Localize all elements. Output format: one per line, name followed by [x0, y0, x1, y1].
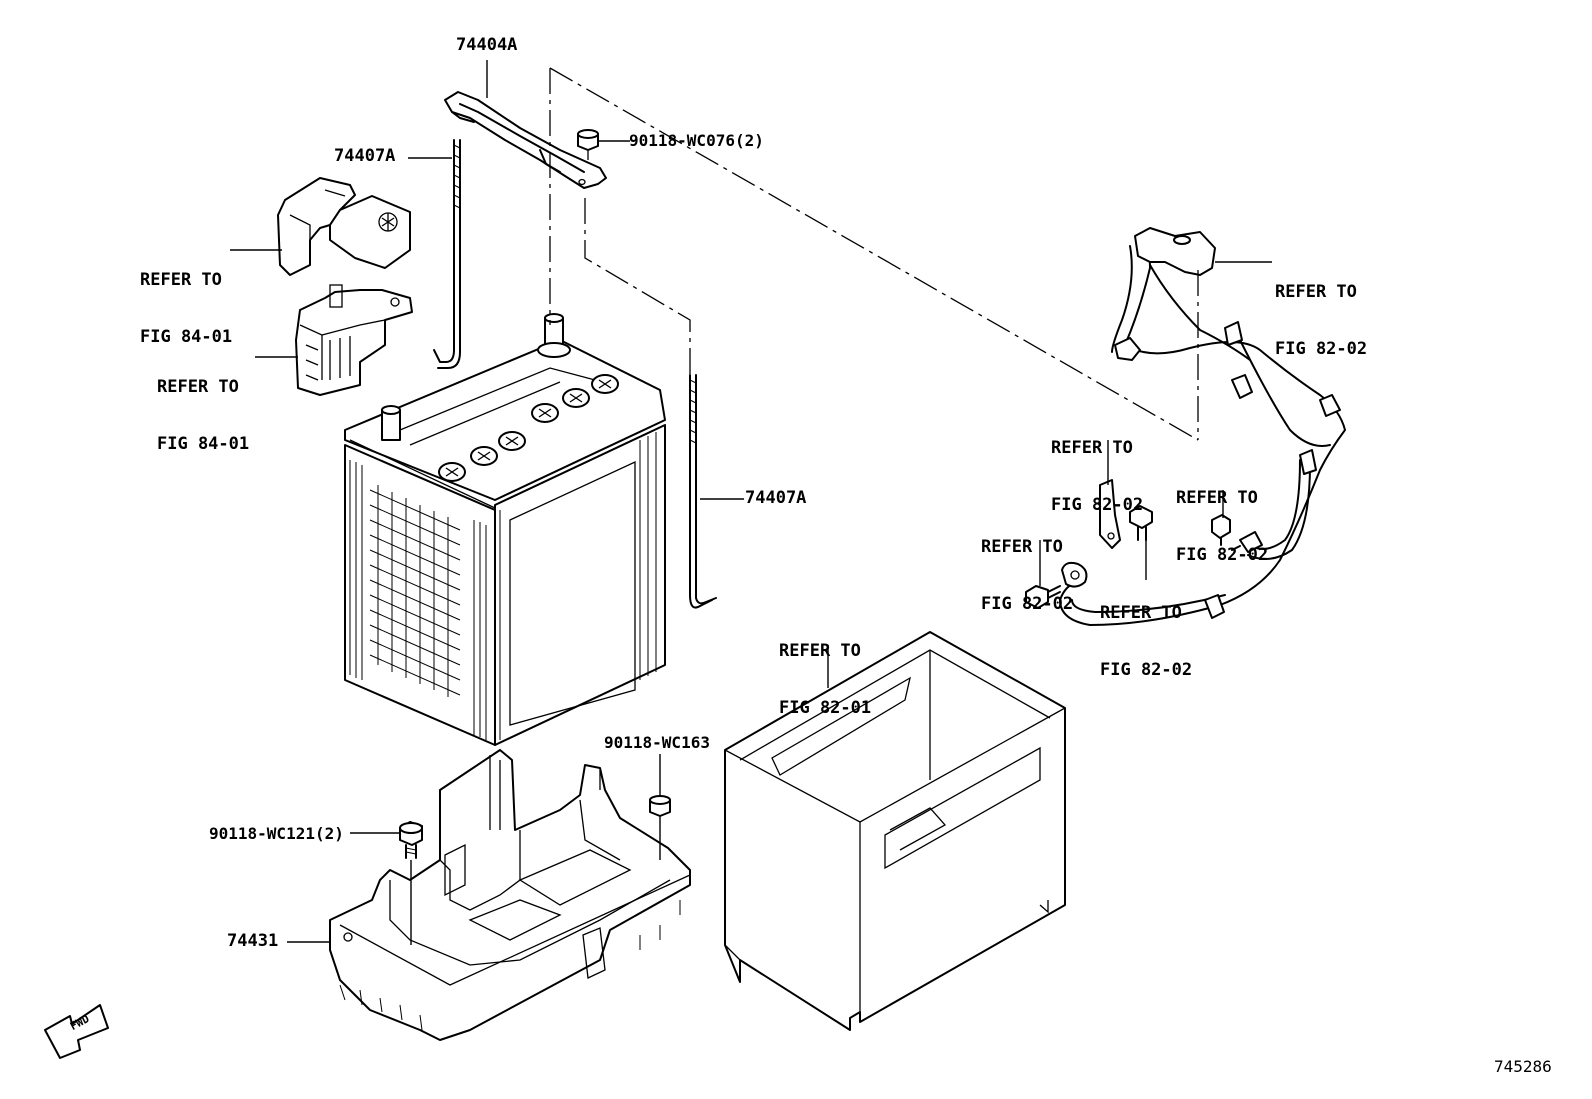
refer-line-2: FIG 84-01 [157, 434, 250, 454]
refer-line-1: REFER TO [1275, 282, 1357, 302]
refer-line-1: REFER TO [140, 270, 222, 290]
bracket-bolt[interactable] [1129, 505, 1153, 541]
refer-cable-clamp-upper[interactable]: REFER TO FIG 82-02 [1176, 451, 1268, 584]
figure-number: 745286 [1494, 1057, 1552, 1076]
refer-ground-bolt[interactable]: REFER TO FIG 82-02 [981, 500, 1073, 633]
refer-line-2: FIG 82-02 [1275, 339, 1368, 359]
clamp-nut[interactable] [577, 129, 599, 160]
refer-line-2: FIG 82-02 [1051, 495, 1144, 515]
battery-case[interactable] [724, 631, 1066, 1031]
refer-negative-cable-end[interactable]: REFER TO FIG 82-02 [1275, 245, 1367, 378]
terminal-cover[interactable] [277, 177, 411, 276]
label-tray-bolt[interactable]: 90118-WC121(2) [209, 824, 344, 843]
fwd-arrow-icon [44, 1004, 109, 1059]
battery-tray[interactable] [329, 749, 691, 1041]
vent-caps [438, 374, 619, 482]
refer-line-1: REFER TO [157, 377, 239, 397]
ground-bolt[interactable] [1025, 585, 1061, 609]
negative-post [381, 405, 401, 441]
label-clamp-nut[interactable]: 90118-WC076(2) [629, 131, 764, 150]
label-hold-down-clamp[interactable]: 74404A [456, 35, 518, 55]
refer-line-1: REFER TO [1176, 488, 1258, 508]
battery[interactable] [344, 313, 666, 746]
hold-down-clamp[interactable] [444, 91, 607, 189]
refer-line-1: REFER TO [779, 641, 861, 661]
positive-post [537, 313, 571, 358]
leader-lines [230, 60, 1272, 943]
refer-terminal-cover[interactable]: REFER TO FIG 84-01 [140, 233, 232, 366]
label-battery-tray[interactable]: 74431 [227, 931, 279, 951]
refer-line-2: FIG 82-02 [981, 594, 1074, 614]
refer-line-1: REFER TO [1100, 603, 1182, 623]
positive-terminal[interactable] [295, 284, 413, 396]
cable-clamp-bolt[interactable] [1211, 514, 1231, 546]
refer-cable-bracket[interactable]: REFER TO FIG 82-02 [1051, 401, 1143, 534]
cable-bracket[interactable] [1099, 479, 1121, 549]
refer-ground-terminal[interactable]: REFER TO FIG 82-02 [1100, 566, 1192, 699]
label-tray-nut[interactable]: 90118-WC163 [604, 733, 710, 752]
refer-line-2: FIG 84-01 [140, 327, 233, 347]
negative-cable[interactable] [1059, 227, 1346, 626]
refer-line-1: REFER TO [1051, 438, 1133, 458]
label-hold-down-bolt-left[interactable]: 74407A [334, 146, 396, 166]
alignment-lines [549, 67, 1199, 441]
refer-line-1: REFER TO [981, 537, 1063, 557]
label-hold-down-bolt-right[interactable]: 74407A [745, 488, 807, 508]
hold-down-bolt-left[interactable] [433, 139, 461, 369]
refer-line-2: FIG 82-01 [779, 698, 872, 718]
refer-battery-case[interactable]: REFER TO FIG 82-01 [779, 604, 871, 737]
tray-bolt[interactable] [399, 821, 423, 945]
refer-line-2: FIG 82-02 [1100, 660, 1193, 680]
refer-line-2: FIG 82-02 [1176, 545, 1269, 565]
refer-positive-terminal[interactable]: REFER TO FIG 84-01 [157, 340, 249, 473]
hold-down-bolt-right[interactable] [689, 374, 717, 609]
